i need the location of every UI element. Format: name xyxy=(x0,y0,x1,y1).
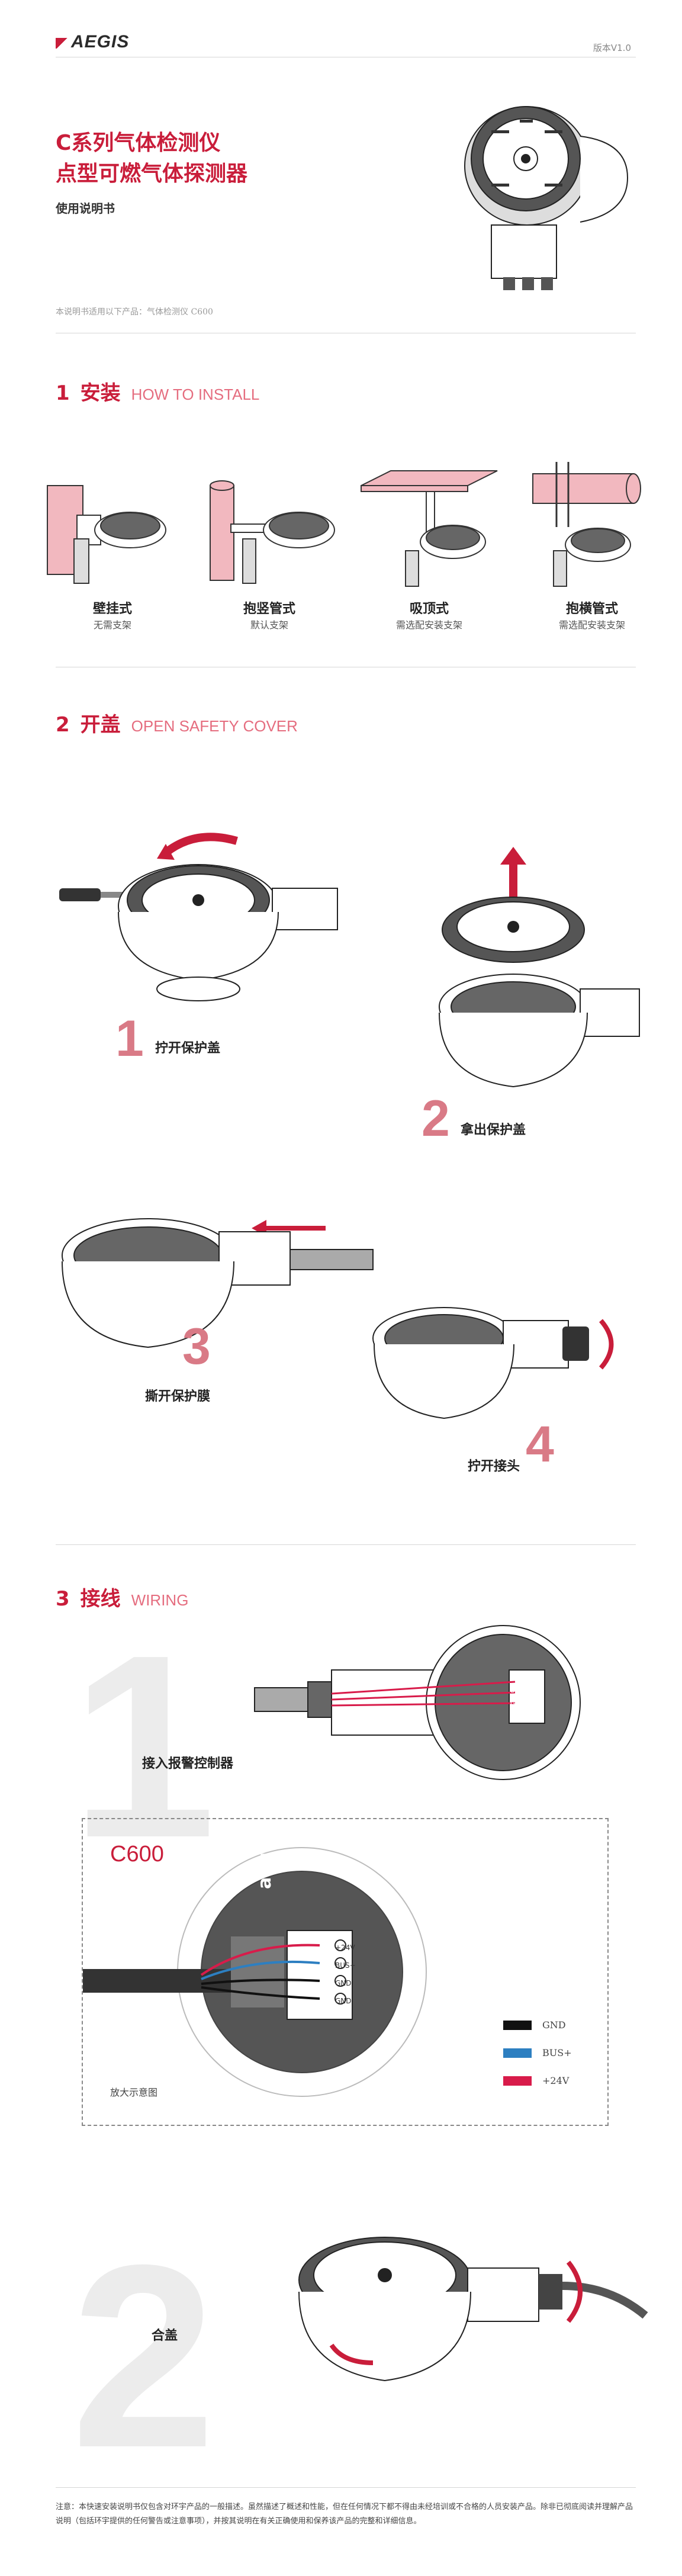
legend-label: GND xyxy=(542,2019,566,2031)
terminal-label: GND xyxy=(510,1713,526,1720)
terminal-labels-zoom: +24V BUS+ GND GND xyxy=(335,1939,356,2010)
open-step2-illustration xyxy=(439,847,640,1088)
legend-label: BUS+ xyxy=(542,2047,572,2058)
method-desc: 默认支架 xyxy=(250,619,288,631)
zoom-detail-box xyxy=(82,1818,609,2126)
terminal-label: +24V xyxy=(335,1944,355,1952)
open-step3-number: 3 xyxy=(182,1318,211,1375)
section-wiring-heading: 3 接线 WIRING xyxy=(56,1582,188,1611)
method-title: 吸顶式 xyxy=(409,602,449,616)
section-title-en: HOW TO INSTALL xyxy=(131,386,260,403)
section-install-heading: 1 安装 HOW TO INSTALL xyxy=(56,377,259,406)
terminal-labels-small: +24V BUS+ GND GND xyxy=(510,1671,529,1723)
method-desc: 需选配安装支架 xyxy=(558,619,625,631)
model-name: C600 xyxy=(110,1842,164,1867)
section-title-cn: 安装 xyxy=(80,381,121,405)
section-title-cn: 接线 xyxy=(80,1587,121,1611)
brand-logo: AEGIS xyxy=(56,32,129,52)
footer-note: 注意：本快速安装说明书仅包含对环宇产品的一般描述。虽然描述了概述和性能，但在任何… xyxy=(56,2503,633,2526)
terminal-label: GND xyxy=(335,1997,352,2005)
terminal-label: BUS+ xyxy=(510,1687,529,1694)
open-step1-number: 1 xyxy=(115,1010,144,1067)
open-step4-label: 拧开接头 xyxy=(468,1459,520,1474)
open-step1-illustration xyxy=(59,833,338,1001)
section-open-heading: 2 开盖 OPEN SAFETY COVER xyxy=(56,708,298,737)
open-step4-illustration xyxy=(372,1307,614,1419)
legend-swatch xyxy=(503,2076,532,2086)
method-desc: 需选配安装支架 xyxy=(395,619,462,631)
open-step3-illustration xyxy=(62,1218,374,1348)
install-vertical-pipe-illustration xyxy=(210,480,335,584)
open-step2-number: 2 xyxy=(422,1090,450,1147)
install-horizontal-pipe-illustration xyxy=(532,462,641,587)
terminal-label: GND xyxy=(335,1979,352,1987)
doc-subtitle: 使用说明书 xyxy=(56,201,115,216)
wiring-step1-label: 接入报警控制器 xyxy=(142,1756,234,1771)
method-title: 抱横管式 xyxy=(565,602,618,616)
title-line2: 点型可燃气体探测器 xyxy=(56,162,248,186)
applies-to: 本说明书适用以下产品：气体检测仪 C600 xyxy=(56,307,213,317)
terminal-label: BUS+ xyxy=(335,1961,356,1970)
wire-color-legend: GND BUS+ +24V xyxy=(503,2019,572,2086)
wiring-step2-illustration xyxy=(298,2237,648,2382)
zoom-caption: 放大示意图 xyxy=(110,2087,158,2098)
install-method-wall: 壁挂式 无需支架 xyxy=(41,598,184,631)
legend-swatch xyxy=(503,2048,532,2058)
wiring-step2-label: 合盖 xyxy=(152,2328,178,2343)
legend-swatch xyxy=(503,2020,532,2030)
section-title-cn: 开盖 xyxy=(80,713,121,737)
wiring-step2-giant-number: 2 xyxy=(71,2211,216,2502)
open-step1-label: 拧开保护盖 xyxy=(155,1041,221,1056)
open-step2-label: 拿出保护盖 xyxy=(461,1123,526,1138)
wiring-zoom-illustration xyxy=(83,1847,427,2097)
doc-title: C系列气体检测仪 点型可燃气体探测器 xyxy=(56,128,247,189)
install-wall-illustration xyxy=(47,485,166,584)
legend-bus: BUS+ xyxy=(503,2047,572,2058)
legend-gnd: GND xyxy=(503,2019,572,2031)
section-number: 3 xyxy=(56,1587,70,1611)
install-method-horizontal-pipe: 抱横管式 需选配安装支架 xyxy=(521,598,663,631)
board-brand: aegis xyxy=(255,1835,275,1889)
method-title: 壁挂式 xyxy=(92,602,132,616)
legend-label: +24V xyxy=(542,2075,570,2086)
version-label: 版本V1.0 xyxy=(593,43,631,53)
section-title-en: OPEN SAFETY COVER xyxy=(131,717,298,735)
terminal-label: GND xyxy=(510,1700,526,1707)
wiring-step1-illustration xyxy=(254,1625,581,1780)
install-method-ceiling: 吸顶式 需选配安装支架 xyxy=(358,598,500,631)
method-title: 抱竖管式 xyxy=(243,602,295,616)
wiring-step1-giant-number: 1 xyxy=(71,1601,216,1892)
install-ceiling-illustration xyxy=(361,470,498,587)
detector-illustration-cover xyxy=(464,106,629,290)
section-number: 2 xyxy=(56,713,70,737)
open-step3-label: 撕开保护膜 xyxy=(145,1389,211,1404)
method-desc: 无需支架 xyxy=(93,619,131,631)
install-method-vertical-pipe: 抱竖管式 默认支架 xyxy=(198,598,340,631)
footer-divider xyxy=(56,2487,636,2488)
open-step4-number: 4 xyxy=(526,1416,554,1473)
section2-divider xyxy=(56,1544,636,1545)
terminal-label: +24V xyxy=(510,1674,529,1681)
legend-24v: +24V xyxy=(503,2075,572,2086)
section-number: 1 xyxy=(56,381,70,405)
section-title-en: WIRING xyxy=(131,1591,189,1609)
title-line1: C系列气体检测仪 xyxy=(56,131,221,155)
